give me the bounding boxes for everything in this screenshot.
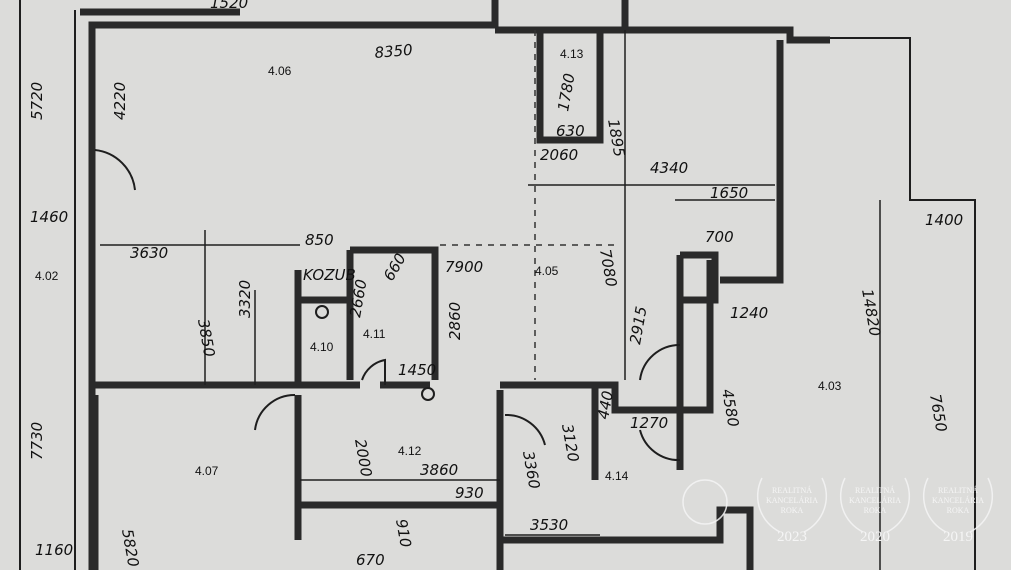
dim-label: 8350 [374, 41, 414, 62]
dim-label: 5720 [28, 82, 46, 120]
award-text: REALITNÁ [938, 485, 978, 495]
door-swing [94, 149, 136, 191]
dim-label: 4340 [650, 159, 688, 177]
dimension-lines [100, 30, 881, 570]
dimension-labels: 8350 4220 5720 1460 3630 850 7900 2860 1… [28, 0, 963, 569]
dim-label: 700 [705, 228, 734, 246]
dim-label: 670 [356, 551, 385, 569]
room-label: 4.10 [310, 340, 334, 354]
dim-label: 3320 [236, 280, 254, 318]
room-label: 4.06 [268, 64, 292, 78]
room-label: 4.02 [35, 269, 59, 283]
award-year: 2023 [777, 529, 807, 545]
award-badges: REALITNÁ KANCELÁRIA ROKA 2023 REALITNÁ K… [682, 477, 994, 545]
dim-label: 1460 [30, 208, 68, 226]
dim-label: 1160 [35, 541, 73, 559]
dim-label: 3530 [530, 516, 568, 534]
door-swing [361, 358, 386, 385]
room-label: 4.07 [195, 464, 219, 478]
dim-label: 1400 [925, 211, 963, 229]
inner-walls [91, 28, 754, 570]
award-badge-2020: REALITNÁ KANCELÁRIA ROKA 2020 [839, 477, 911, 545]
dim-label: KOZUB [303, 266, 356, 284]
door-swing [254, 393, 296, 431]
dim-label: 850 [305, 231, 334, 249]
dim-label: 2060 [540, 146, 578, 164]
room-label: 4.13 [560, 47, 584, 61]
sink-icon [315, 305, 329, 319]
room-label: 4.03 [818, 379, 842, 393]
dim-label: 7730 [28, 422, 46, 460]
dim-label: 4220 [111, 82, 129, 120]
award-year: 2019 [943, 529, 973, 545]
door-swing [639, 343, 681, 381]
dim-label: 1240 [730, 304, 768, 322]
award-badge-2023: REALITNÁ KANCELÁRIA ROKA 2023 [756, 477, 828, 545]
drain-icon [421, 387, 435, 401]
dim-label: 930 [455, 484, 484, 502]
award-text: KANCELÁRIA [849, 495, 901, 505]
door-swing [639, 429, 681, 462]
dim-label: 3630 [130, 244, 168, 262]
agency-logo-icon [682, 479, 728, 525]
door-swing [504, 413, 546, 446]
dim-label: 1450 [398, 361, 436, 379]
award-text: ROKA [864, 506, 887, 515]
award-text: ROKA [781, 506, 804, 515]
dim-label: 3860 [420, 461, 458, 479]
outer-walls [19, 0, 976, 570]
award-text: KANCELÁRIA [766, 495, 818, 505]
award-year: 2020 [860, 529, 890, 545]
room-label: 4.14 [605, 469, 629, 483]
dim-label: 440 [594, 389, 617, 420]
award-text: KANCELÁRIA [932, 495, 984, 505]
dim-label: 1520 [210, 0, 248, 12]
dim-label: 630 [556, 122, 585, 140]
doors [94, 149, 681, 462]
room-label: 4.11 [363, 327, 386, 341]
dim-label: 1650 [710, 184, 748, 202]
room-label: 4.05 [535, 264, 559, 278]
dim-label: 1270 [630, 414, 668, 432]
dim-label: 7900 [445, 258, 483, 276]
award-badge-2019: REALITNÁ KANCELÁRIA ROKA 2019 [922, 477, 994, 545]
award-text: ROKA [947, 506, 970, 515]
room-label: 4.12 [398, 444, 422, 458]
award-text: REALITNÁ [855, 485, 895, 495]
award-text: REALITNÁ [772, 485, 812, 495]
room-labels: 4.06 4.13 4.05 4.02 4.11 4.10 4.12 4.07 … [35, 47, 842, 483]
dim-label: 910 [392, 518, 415, 549]
dim-label: 2860 [446, 302, 464, 340]
